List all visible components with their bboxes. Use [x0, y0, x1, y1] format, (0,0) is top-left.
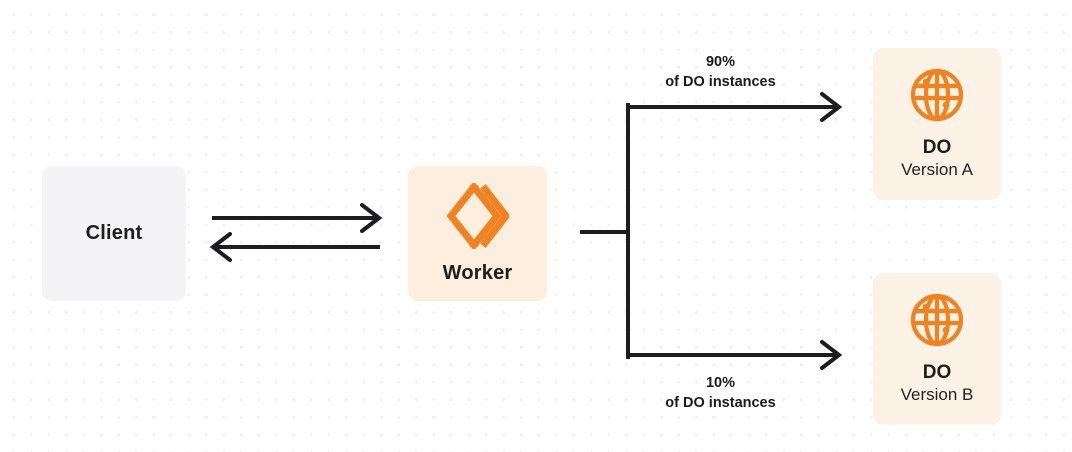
node-do-version-a[interactable]: DO Version A — [873, 48, 1001, 200]
node-do-b-title: DO — [922, 361, 952, 383]
node-client[interactable]: Client — [42, 166, 186, 301]
cloudflare-workers-icon — [446, 181, 510, 250]
node-worker-label: Worker — [442, 261, 513, 284]
node-do-b-subtitle: Version B — [900, 385, 974, 405]
node-do-a-title: DO — [922, 136, 952, 158]
edge-worker-to-do-a — [626, 92, 843, 122]
edge-client-to-worker — [212, 203, 383, 233]
edge-label-do-b-percent: 10% — [705, 375, 736, 391]
edge-label-do-a: 90% of DO instances — [628, 52, 813, 92]
edge-label-do-b: 10% of DO instances — [628, 373, 813, 413]
edge-label-do-a-caption: of DO instances — [665, 74, 776, 90]
durable-object-globe-icon — [909, 67, 965, 123]
edge-worker-to-do-b — [626, 340, 843, 370]
node-do-a-subtitle: Version A — [901, 160, 973, 180]
node-client-label: Client — [85, 222, 143, 244]
edge-label-do-b-caption: of DO instances — [665, 395, 776, 411]
edge-worker-to-client — [209, 232, 380, 262]
durable-object-globe-icon — [909, 292, 965, 348]
edge-label-do-a-percent: 90% — [705, 54, 736, 70]
node-worker[interactable]: Worker — [408, 166, 547, 301]
node-do-version-b[interactable]: DO Version B — [873, 273, 1001, 425]
